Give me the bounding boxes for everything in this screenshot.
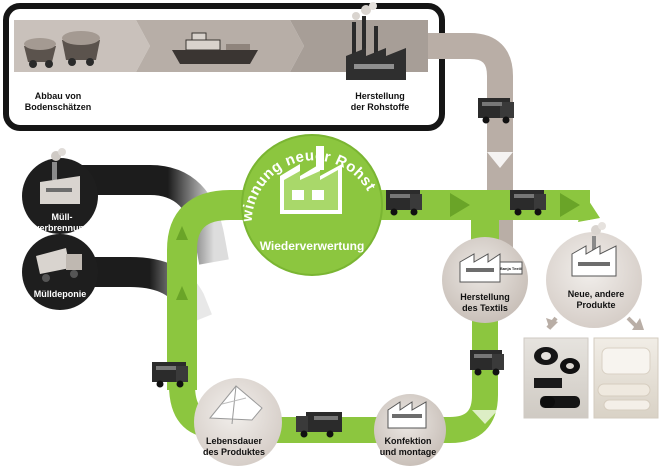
grey-route xyxy=(428,33,513,250)
incineration-node: Müll- verbrennung xyxy=(22,148,98,234)
new-products-label-line2: Produkte xyxy=(576,300,615,310)
product-life-node: Lebensdauer des Produktes xyxy=(194,378,282,466)
factory-icon xyxy=(346,2,406,80)
truck-4 xyxy=(470,350,504,376)
mining-cart-icon xyxy=(24,31,100,68)
hub-label: Wiederverwertung xyxy=(260,239,365,253)
raw-materials-label-line1: Herstellung xyxy=(355,91,405,101)
product-photos xyxy=(523,337,659,419)
truck-2 xyxy=(386,190,422,216)
textile-sign: Banja Textil xyxy=(500,266,522,271)
tent-icon xyxy=(208,385,263,425)
black-tube-rolls-photo xyxy=(523,337,589,419)
white-felt-rolls-photo xyxy=(593,337,659,419)
new-products-node: Neue, andere Produkte xyxy=(546,222,644,330)
landfill-label: Mülldeponie xyxy=(34,289,87,299)
step-raw-materials: Herstellung der Rohstoffe xyxy=(346,2,409,112)
textile-factory-icon: Banja Textil xyxy=(459,253,523,283)
green-factory-icon xyxy=(280,146,342,214)
top-box xyxy=(3,3,445,131)
mining-label-line2: Bodenschätzen xyxy=(25,102,92,112)
mining-label-line1: Abbau von xyxy=(35,91,82,101)
arrow-to-photo-2 xyxy=(632,318,644,330)
new-products-label-line1: Neue, andere xyxy=(568,289,625,299)
textile-label-line1: Herstellung xyxy=(460,292,510,302)
textile-production-node: Banja Textil Herstellung des Textils xyxy=(442,237,528,323)
landfill-truck-icon xyxy=(36,248,82,282)
truck-3 xyxy=(510,190,546,216)
manufacturing-label-line1: Konfektion xyxy=(385,436,432,446)
textile-label-line2: des Textils xyxy=(462,303,508,313)
cargo-ship-icon xyxy=(172,32,258,64)
truck-1 xyxy=(478,98,514,124)
incineration-label-line1: Müll- xyxy=(52,212,73,222)
raw-materials-label-line2: der Rohstoffe xyxy=(351,102,410,112)
landfill-node: Mülldeponie xyxy=(22,234,98,310)
manufacturing-label-line2: und montage xyxy=(380,447,437,457)
manufacturing-factory-icon xyxy=(387,401,427,429)
new-products-factory-icon xyxy=(571,222,617,277)
product-life-label-line1: Lebensdauer xyxy=(206,436,263,446)
product-life-label-line2: des Produktes xyxy=(203,447,265,457)
step-mining: Abbau von Bodenschätzen xyxy=(24,31,100,112)
step-ship xyxy=(172,32,258,64)
incineration-label-line2: verbrennung xyxy=(34,223,89,233)
truck-6 xyxy=(152,362,188,388)
truck-5 xyxy=(296,412,342,438)
manufacturing-node: Konfektion und montage xyxy=(374,394,446,466)
incinerator-icon xyxy=(40,148,80,204)
